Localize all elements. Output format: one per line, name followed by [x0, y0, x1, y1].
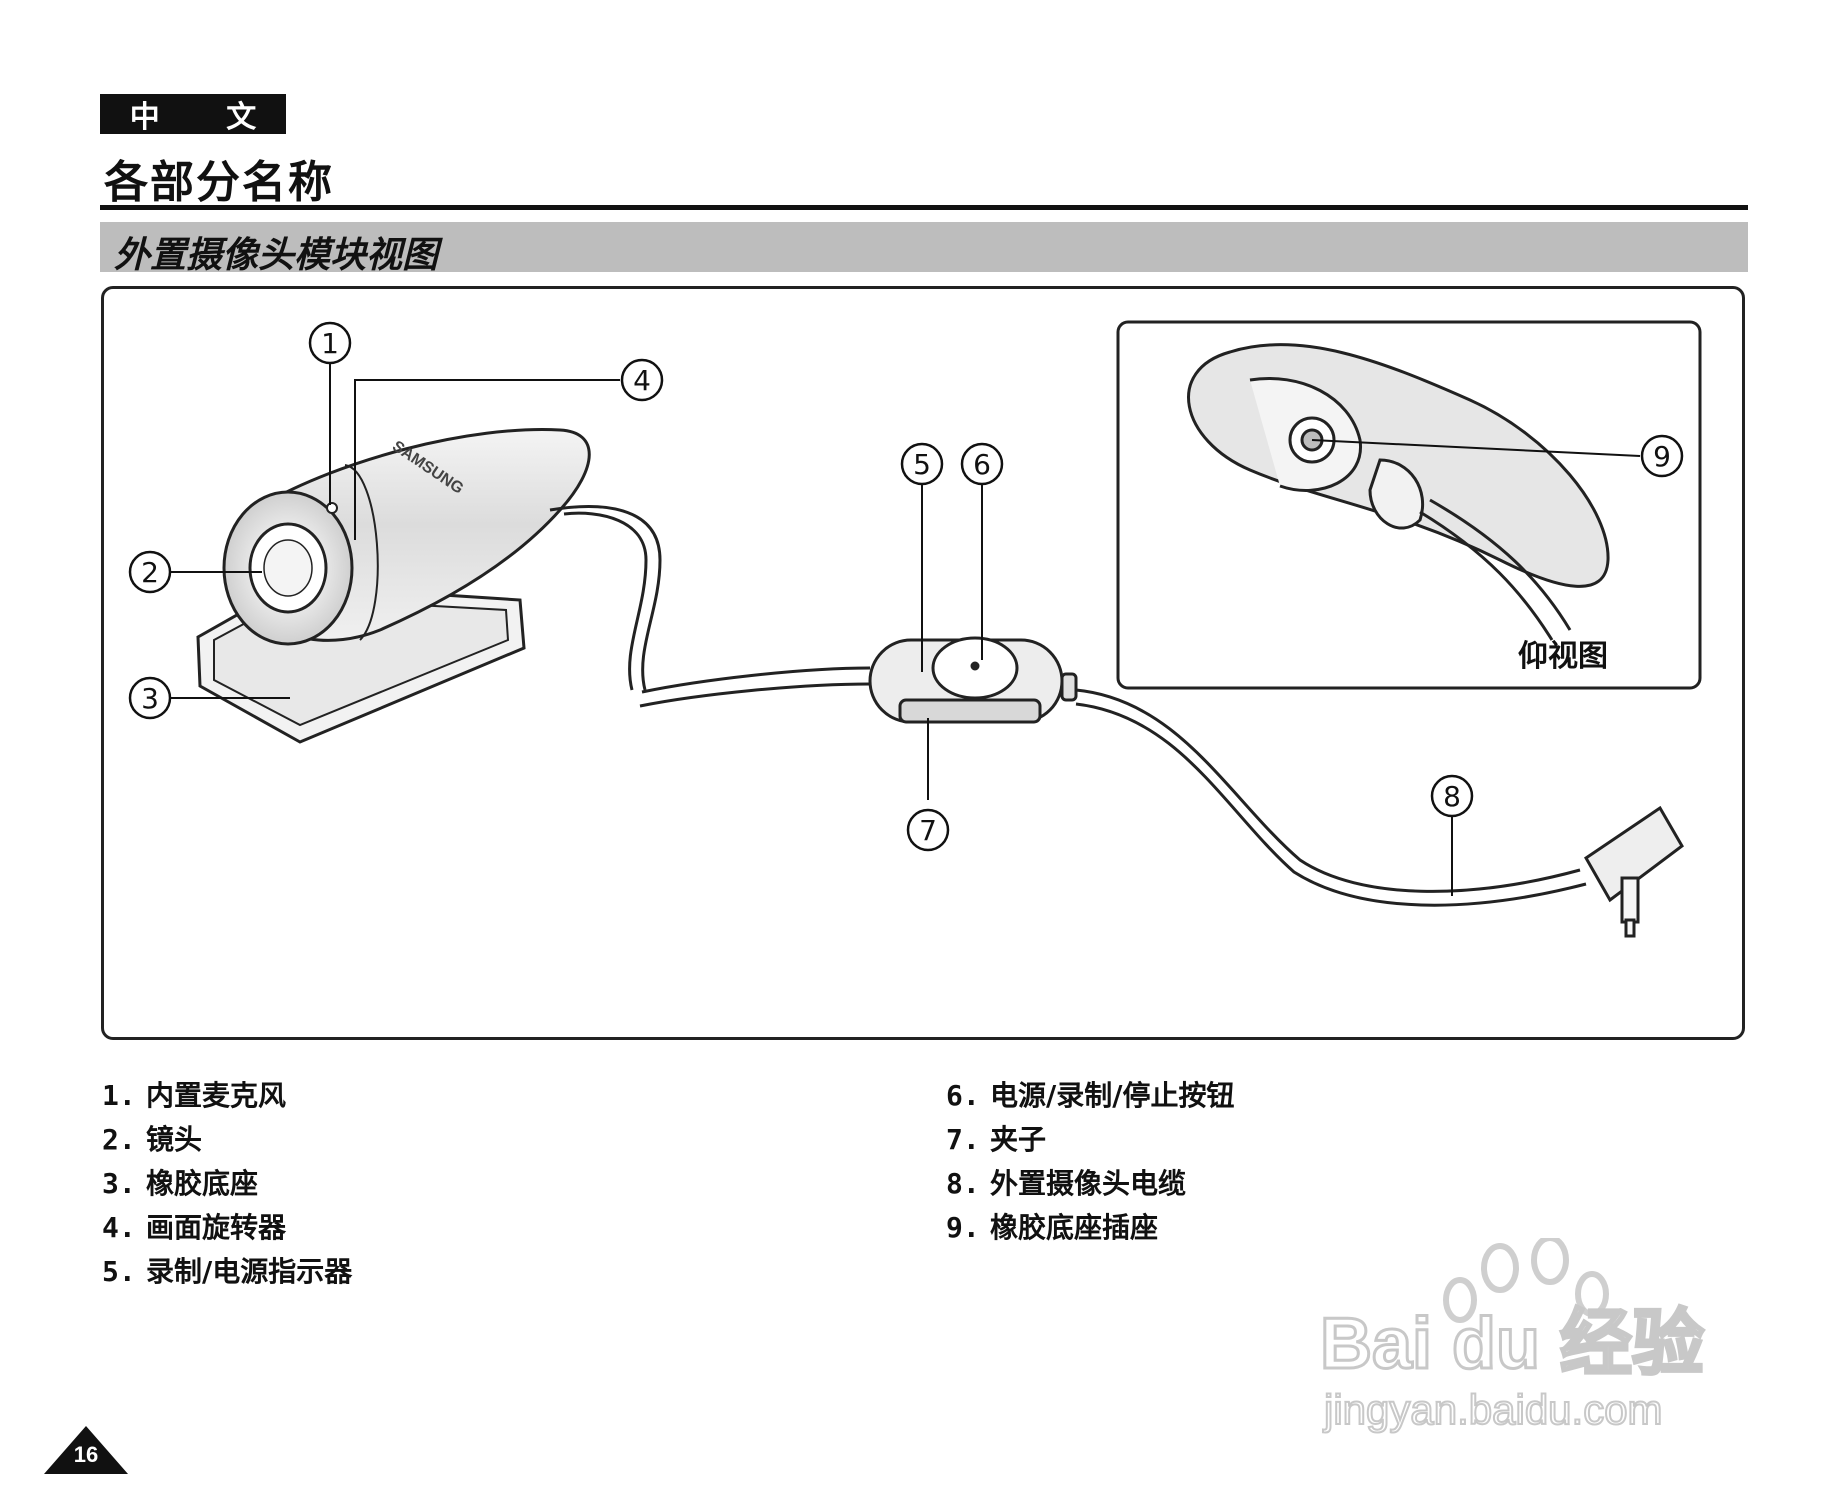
callout-9-num: 9: [1653, 440, 1671, 473]
title-divider: [100, 205, 1748, 210]
callout-6: [960, 442, 1004, 486]
list-item: 6. 电源/录制/停止按钮: [946, 1074, 1234, 1118]
list-item: 2. 镜头: [102, 1118, 352, 1162]
microphone-hole: [326, 502, 338, 514]
item-number: 4.: [102, 1211, 136, 1244]
callout-5: [900, 442, 944, 486]
connector-plug: [1584, 805, 1684, 938]
parts-list-left: 1. 内置麦克风 2. 镜头 3. 橡胶底座 4. 画面旋转器 5. 录制/电源指示器: [102, 1074, 352, 1294]
inline-controller: [868, 636, 1078, 724]
callout-9: [1640, 434, 1684, 478]
callout-6-num: 6: [973, 448, 991, 481]
list-item: 9. 橡胶底座插座: [946, 1206, 1234, 1250]
callout-3-num: 3: [141, 682, 159, 715]
callout-leaders: [170, 362, 1641, 896]
page-number: 16: [73, 1442, 99, 1467]
language-tag: 中 文: [100, 94, 286, 135]
list-item: 3. 橡胶底座: [102, 1162, 352, 1206]
callout-5-num: 5: [913, 448, 931, 481]
callout-3: [128, 676, 172, 720]
callout-4-num: 4: [633, 364, 651, 397]
item-label: 夹子: [990, 1123, 1047, 1156]
camera-cable: [549, 505, 871, 708]
callout-1: [308, 321, 352, 365]
callout-2-num: 2: [141, 556, 159, 589]
callout-7-num: 7: [919, 814, 937, 847]
item-label: 镜头: [146, 1123, 203, 1156]
section-title: 外置摄像头模块视图: [114, 235, 439, 276]
item-number: 2.: [102, 1123, 136, 1156]
callout-7: [906, 808, 950, 852]
callout-numbers: 1 2 3 4 5 6 7 8 9: [141, 327, 1671, 847]
page-title: 各部分名称: [104, 157, 334, 208]
list-item: 1. 内置麦克风: [102, 1074, 352, 1118]
camera-cable-plug-side: [1075, 688, 1587, 907]
section-header: 外置摄像头模块视图: [100, 222, 1748, 276]
lens: [222, 490, 354, 646]
item-label: 录制/电源指示器: [146, 1255, 353, 1288]
parts-list-right: 6. 电源/录制/停止按钮 7. 夹子 8. 外置摄像头电缆 9. 橡胶底座插座: [946, 1074, 1234, 1250]
item-number: 5.: [102, 1255, 136, 1288]
item-number: 6.: [946, 1079, 980, 1112]
item-label: 外置摄像头电缆: [990, 1167, 1187, 1200]
figure-frame: [101, 286, 1745, 1040]
list-item: 7. 夹子: [946, 1118, 1234, 1162]
item-number: 9.: [946, 1211, 980, 1244]
paw-icon: [1443, 1238, 1609, 1323]
callout-markers: [128, 321, 1684, 852]
triangle-icon: [44, 1426, 128, 1474]
callout-8: [1430, 774, 1474, 818]
item-label: 画面旋转器: [146, 1211, 287, 1244]
callout-8-num: 8: [1443, 780, 1461, 813]
item-number: 7.: [946, 1123, 980, 1156]
bottom-view-label: 仰视图: [1518, 639, 1608, 674]
callout-4: [620, 358, 664, 402]
callout-2: [128, 550, 172, 594]
baidu-watermark: Bai du 经验 jingyan.baidu.com: [1319, 1238, 1706, 1434]
callout-1-num: 1: [321, 327, 339, 360]
list-item: 5. 录制/电源指示器: [102, 1250, 352, 1294]
item-label: 橡胶底座: [146, 1167, 259, 1200]
item-number: 8.: [946, 1167, 980, 1200]
page-number-marker: 16: [44, 1426, 128, 1474]
list-item: 4. 画面旋转器: [102, 1206, 352, 1250]
watermark-brand: Bai du 经验: [1320, 1304, 1704, 1384]
watermark-url: jingyan.baidu.com: [1322, 1386, 1663, 1433]
item-label: 橡胶底座插座: [990, 1211, 1159, 1244]
item-label: 电源/录制/停止按钮: [990, 1079, 1235, 1112]
bottom-view-camera: [1187, 343, 1610, 641]
item-number: 1.: [102, 1079, 136, 1112]
list-item: 8. 外置摄像头电缆: [946, 1162, 1234, 1206]
item-number: 3.: [102, 1167, 136, 1200]
item-label: 内置麦克风: [146, 1079, 287, 1112]
